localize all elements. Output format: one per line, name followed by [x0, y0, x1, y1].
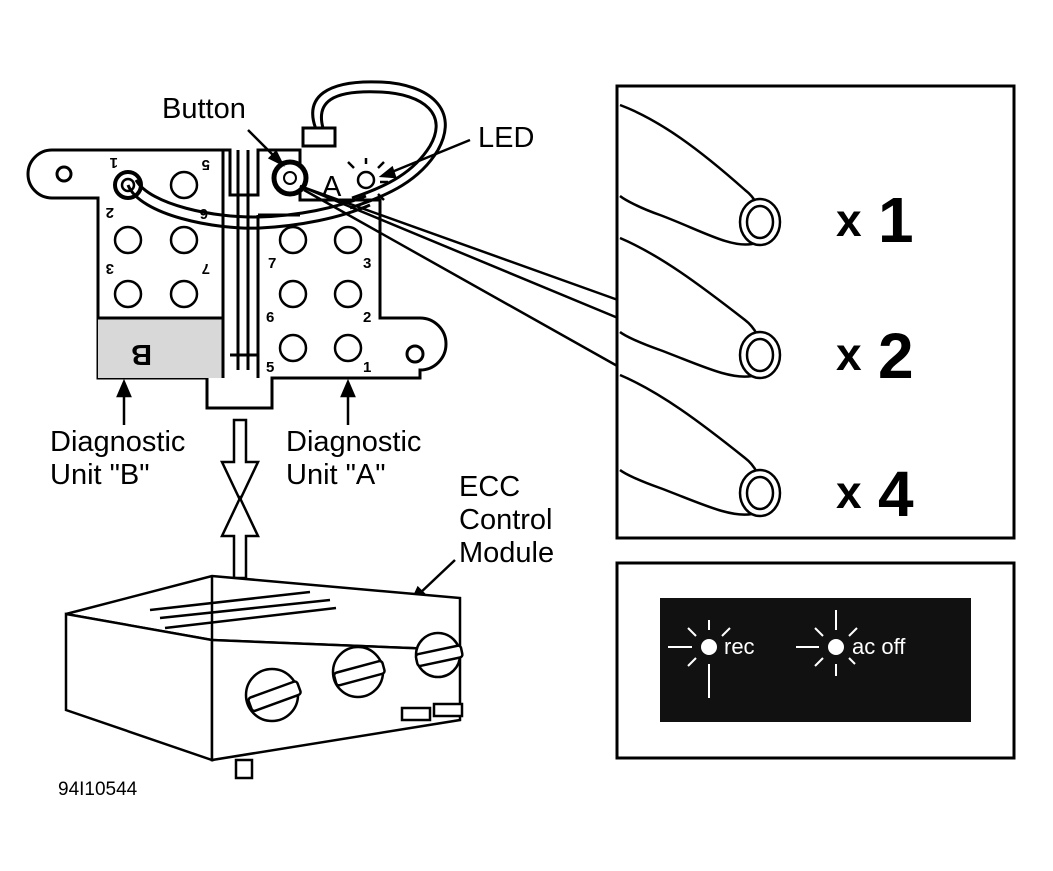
ecc-control-module [64, 574, 464, 780]
svg-text:1: 1 [363, 359, 371, 376]
led-icon [347, 158, 388, 201]
unit-b-pin-5 [169, 170, 199, 200]
press-step-2: x 2 [836, 320, 914, 392]
unit-a-label-line2: Unit "A" [286, 459, 386, 491]
svg-text:7: 7 [268, 255, 276, 272]
unit-a-pin-6 [278, 279, 308, 309]
unit-b-pin-6 [169, 225, 199, 255]
svg-text:3: 3 [363, 255, 371, 272]
svg-text:x: x [836, 328, 862, 380]
unit-b-pin-2 [113, 225, 143, 255]
ecc-label-line1: ECC [459, 471, 520, 503]
ecc-label-line3: Module [459, 537, 554, 569]
unit-a-pin-5 [278, 333, 308, 363]
svg-text:7: 7 [202, 260, 210, 277]
unit-b-pin-labels: 1 5 2 6 3 7 B [106, 154, 210, 370]
led-label: LED [478, 122, 534, 154]
unit-a-pins [278, 225, 363, 363]
svg-text:2: 2 [878, 320, 914, 392]
double-arrow [220, 418, 260, 580]
svg-text:1: 1 [878, 184, 914, 256]
rec-label: rec [724, 634, 755, 659]
ecc-label-line2: Control [459, 504, 553, 536]
svg-text:3: 3 [106, 260, 114, 277]
press-step-1: x 1 [836, 184, 914, 256]
unit-b-pins [113, 170, 199, 309]
knob-middle [331, 645, 386, 699]
unit-a-pin-2 [333, 279, 363, 309]
svg-text:4: 4 [878, 458, 914, 530]
unit-b-pin-3 [113, 279, 143, 309]
svg-text:5: 5 [266, 359, 274, 376]
knob-right [414, 631, 464, 679]
figure-code: 94I10544 [58, 779, 138, 800]
svg-text:B: B [131, 338, 152, 370]
svg-text:6: 6 [266, 309, 274, 326]
indicator-display [660, 598, 971, 722]
finger-2 [619, 236, 782, 380]
unit-b-label-line1: Diagnostic [50, 426, 185, 458]
rec-light-icon [668, 620, 731, 698]
press-step-3: x 4 [836, 458, 914, 530]
svg-text:2: 2 [106, 204, 114, 221]
svg-text:5: 5 [202, 156, 210, 173]
svg-text:x: x [836, 194, 862, 246]
unit-a-pin-7 [278, 225, 308, 255]
svg-text:2: 2 [363, 309, 371, 326]
diagnostic-button [271, 159, 309, 197]
unit-a-pin-1 [333, 333, 363, 363]
unit-a-pin-3 [333, 225, 363, 255]
knob-left [244, 667, 302, 723]
ac-off-light-icon [796, 610, 858, 676]
svg-text:1: 1 [110, 154, 118, 171]
unit-b-pin-7 [169, 279, 199, 309]
unit-b-label-line2: Unit "B" [50, 459, 150, 491]
ac-off-label: ac off [852, 634, 906, 659]
unit-a-label-line1: Diagnostic [286, 426, 421, 458]
finger-3 [619, 373, 782, 518]
finger-1 [619, 103, 782, 247]
button-label: Button [162, 93, 246, 125]
diagnostic-connector [26, 148, 448, 410]
svg-text:x: x [836, 466, 862, 518]
pointer-lines [299, 184, 629, 374]
